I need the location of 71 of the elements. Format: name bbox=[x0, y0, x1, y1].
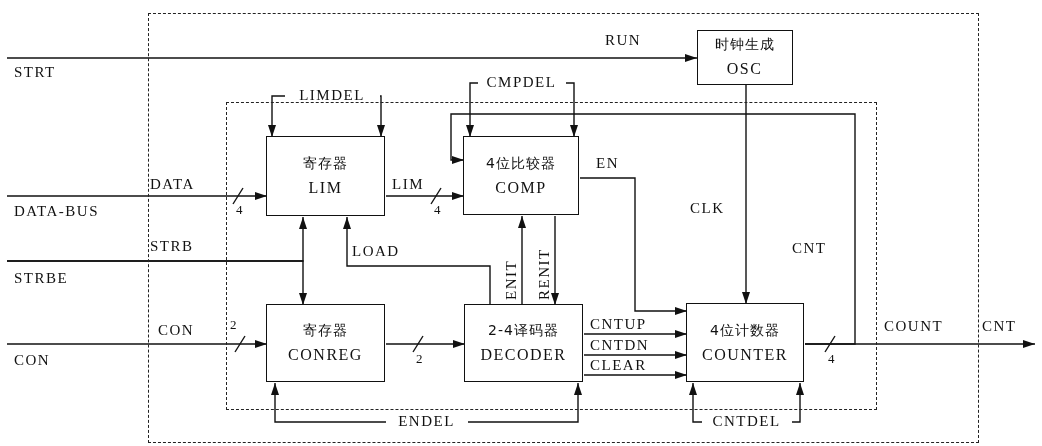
function-block bbox=[266, 304, 385, 382]
function-block bbox=[266, 136, 385, 216]
edge-label: STRB bbox=[150, 238, 194, 254]
signal-label: ENDEL bbox=[385, 413, 468, 430]
signal-name: CNT bbox=[982, 318, 1017, 334]
bus-width-label: 2 bbox=[416, 352, 423, 366]
signal-arrow bbox=[377, 95, 385, 138]
edge-label: CLK bbox=[690, 200, 725, 216]
edge-label: CNTDN bbox=[590, 337, 650, 353]
signal-name: DATA-BUS bbox=[14, 203, 99, 219]
edge-label: CLEAR bbox=[590, 357, 647, 373]
block-name: DECODER bbox=[480, 346, 567, 364]
edge-label: CON bbox=[158, 322, 195, 338]
edge-label: CNTUP bbox=[590, 316, 647, 332]
block-title: 时钟生成 bbox=[714, 36, 775, 54]
bus-width-label: 4 bbox=[434, 203, 441, 217]
edge-label: DATA bbox=[150, 176, 195, 192]
edge-label: LIM bbox=[392, 176, 424, 192]
signal-name: CON bbox=[14, 352, 51, 368]
bus-width-label: 2 bbox=[230, 318, 237, 332]
edge-label: EN bbox=[596, 155, 619, 171]
signal-arrow bbox=[551, 215, 559, 306]
block-name: CONREG bbox=[288, 346, 363, 364]
function-block bbox=[696, 29, 793, 85]
block-title: 2-4译码器 bbox=[488, 322, 559, 340]
signal-arrow bbox=[6, 340, 268, 348]
block-name: COUNTER bbox=[701, 345, 789, 364]
subsystem-boundary bbox=[225, 101, 877, 410]
block-title: 4位比较器 bbox=[486, 154, 556, 173]
signal-arrow bbox=[6, 54, 698, 62]
block-title: 寄存器 bbox=[303, 155, 348, 173]
signal-arrow bbox=[579, 177, 688, 315]
edge-label: COUNT bbox=[884, 318, 944, 334]
signal-arrow bbox=[450, 113, 856, 345]
edge-label: LOAD bbox=[352, 243, 400, 259]
edge-label: RENIT bbox=[536, 248, 552, 300]
signal-arrow bbox=[791, 382, 804, 423]
function-block bbox=[464, 304, 583, 382]
signal-arrow bbox=[742, 84, 750, 305]
function-block bbox=[686, 303, 804, 382]
signal-arrow bbox=[466, 82, 479, 138]
block-name: COMP bbox=[495, 178, 547, 197]
signal-arrow bbox=[385, 192, 465, 200]
bus-width-label: 4 bbox=[236, 203, 243, 217]
block-title: 4位计数器 bbox=[710, 321, 780, 340]
edge-label: RUN bbox=[605, 32, 642, 48]
signal-label: CNTDEL bbox=[701, 413, 792, 430]
signal-name: STRBE bbox=[14, 270, 69, 286]
signal-name: STRT bbox=[14, 64, 56, 80]
signal-arrow bbox=[271, 382, 387, 423]
edge-label: CNT bbox=[792, 240, 827, 256]
signal-arrow bbox=[583, 330, 688, 338]
signal-arrow bbox=[385, 340, 466, 348]
signal-arrow bbox=[689, 382, 703, 423]
signal-arrow bbox=[268, 95, 286, 138]
block-name: LIM bbox=[308, 179, 343, 197]
signal-label: CMPDEL bbox=[477, 74, 566, 91]
signal-arrow bbox=[583, 371, 688, 379]
block-name: OSC bbox=[726, 60, 763, 78]
function-block bbox=[463, 136, 579, 215]
signal-arrow bbox=[467, 382, 582, 423]
signal-arrow bbox=[518, 215, 526, 306]
signal-arrow bbox=[6, 192, 268, 200]
signal-arrow bbox=[583, 351, 688, 359]
block-title: 寄存器 bbox=[303, 322, 348, 340]
bus-width-label: 4 bbox=[828, 352, 835, 366]
signal-arrow bbox=[565, 82, 578, 138]
signal-arrow bbox=[343, 216, 491, 306]
signal-arrow bbox=[6, 260, 307, 306]
edge-label: ENIT bbox=[503, 259, 519, 300]
signal-label: LIMDEL bbox=[284, 87, 380, 104]
